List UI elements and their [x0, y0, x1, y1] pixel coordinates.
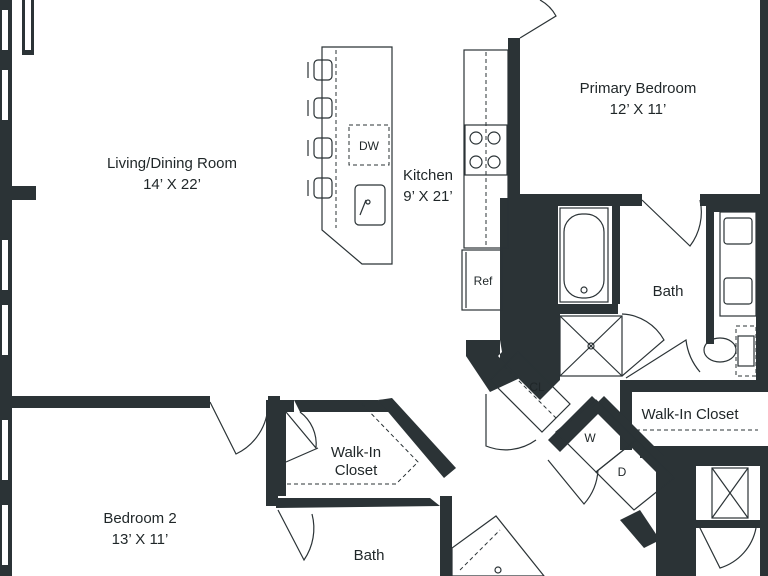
kitchen-size: 9’ X 21’ — [403, 188, 452, 205]
bar-stools — [307, 59, 333, 199]
labels: Living/Dining Room 14’ X 22’ Kitchen 9’ … — [103, 80, 739, 564]
living-room-size: 14’ X 22’ — [143, 176, 201, 193]
walk-in-closet-2-line2: Closet — [335, 462, 378, 479]
kitchen-name: Kitchen — [403, 167, 453, 184]
dryer-label: D — [618, 465, 627, 479]
primary-bedroom-size: 12’ X 11’ — [610, 101, 667, 118]
bath-2-name: Bath — [354, 547, 385, 564]
primary-walk-in-closet-name: Walk-In Closet — [642, 406, 740, 423]
fixtures — [280, 46, 758, 576]
closet-label: CL — [529, 380, 545, 394]
bedroom-2-size: 13’ X 11’ — [112, 531, 169, 548]
walk-in-closet-2-line1: Walk-In — [331, 444, 381, 461]
door-swings — [209, 0, 757, 569]
bedroom-2-name: Bedroom 2 — [103, 510, 176, 527]
primary-bath-name: Bath — [653, 283, 684, 300]
dishwasher-label: DW — [359, 139, 380, 153]
refrigerator-label: Ref — [474, 274, 493, 288]
primary-bedroom-name: Primary Bedroom — [580, 80, 697, 97]
living-room-name: Living/Dining Room — [107, 155, 237, 172]
washer-label: W — [584, 431, 596, 445]
